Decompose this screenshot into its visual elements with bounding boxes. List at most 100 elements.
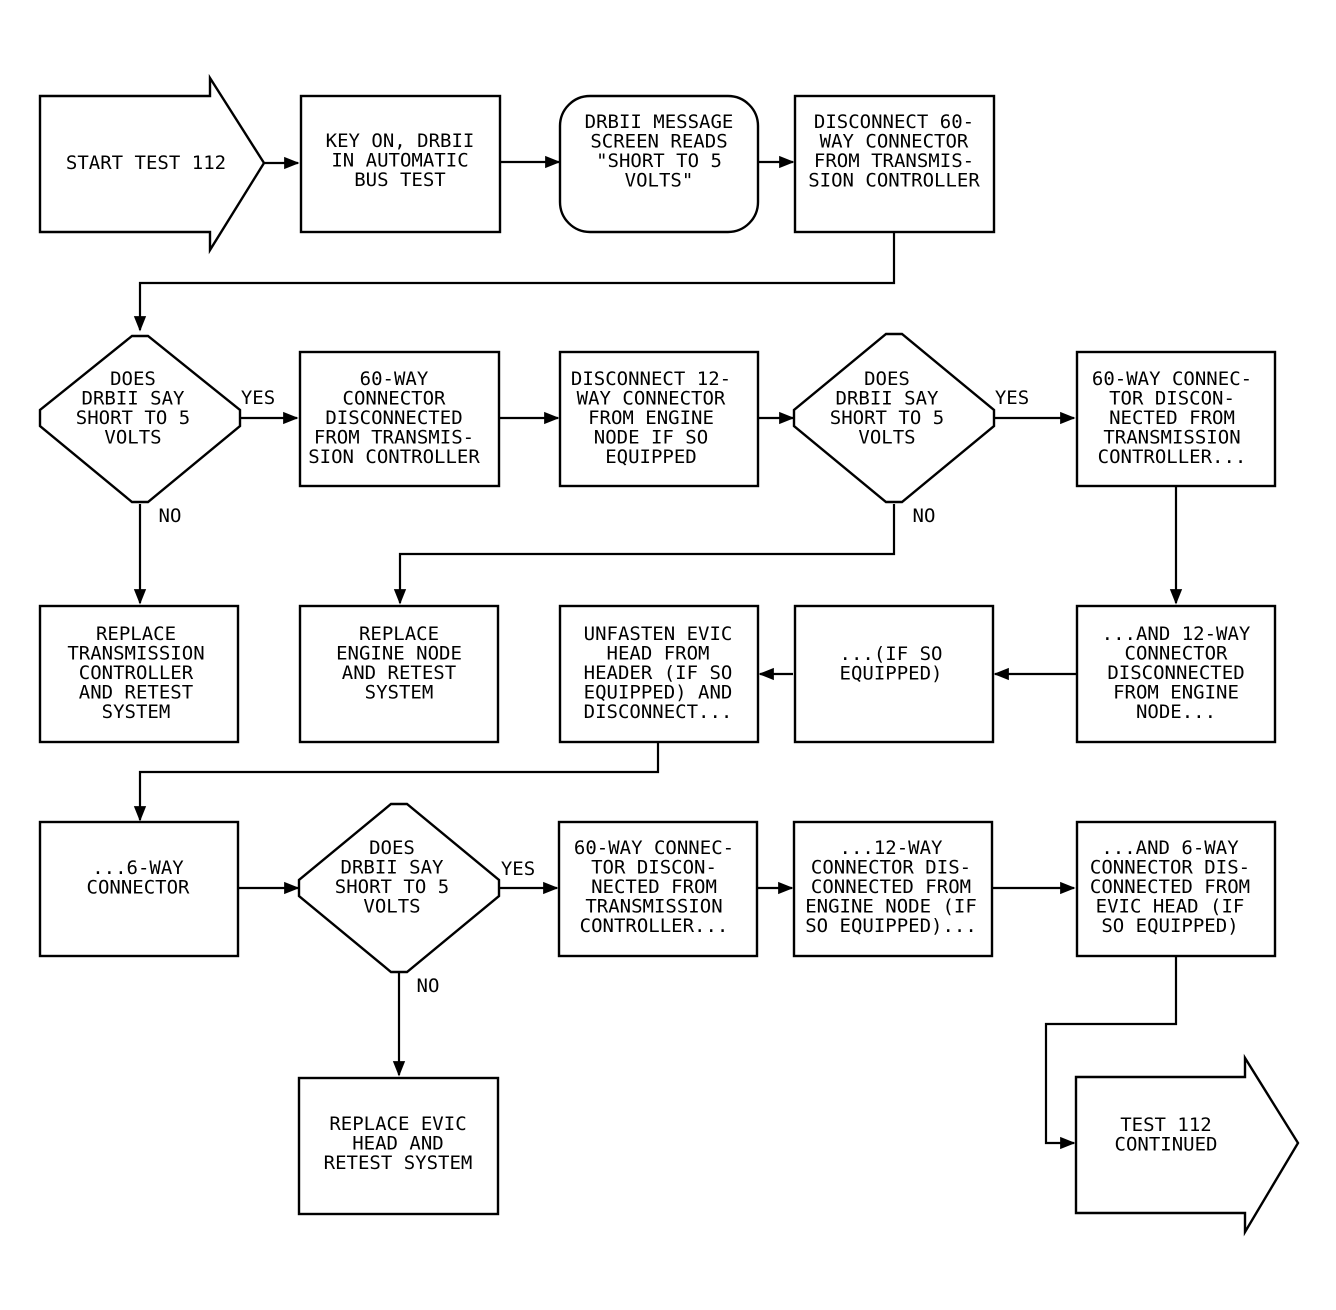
unfasten-line-5: DISCONNECT...	[584, 701, 733, 723]
box60-r4-line-1: 60-WAY CONNEC-	[574, 837, 734, 859]
and6-line-2: CONNECTOR DIS-	[1090, 857, 1250, 879]
branch-labels: YES NO YES NO YES NO	[159, 387, 1030, 997]
no-label-decision2: NO	[913, 505, 936, 527]
decision2-line-3: SHORT TO 5	[830, 407, 944, 429]
start-line-1: START TEST 112	[66, 152, 226, 174]
box12-r4-line-1: ...12-WAY	[840, 837, 944, 859]
yes-label-decision2: YES	[995, 387, 1029, 409]
and6-line-1: ...AND 6-WAY	[1101, 837, 1239, 859]
replace-en-line-4: SYSTEM	[365, 682, 434, 704]
box12-r4-line-5: SO EQUIPPED)...	[805, 915, 977, 937]
decision3-line-2: DRBII SAY	[341, 857, 445, 879]
if-so-line-1: ...(IF SO	[840, 643, 943, 665]
key-on-line-2: IN AUTOMATIC	[331, 150, 468, 172]
replace-tc-line-4: AND RETEST	[79, 682, 193, 704]
and6-line-3: CONNECTED FROM	[1090, 876, 1250, 898]
box60-disc-line-2: CONNECTOR	[343, 388, 447, 410]
box60-r4-line-3: NECTED FROM	[591, 876, 717, 898]
unfasten-line-4: EQUIPPED) AND	[584, 682, 733, 704]
disconnect12-line-1: DISCONNECT 12-	[571, 368, 731, 390]
decision2-line-4: VOLTS	[858, 427, 915, 449]
disconnect12-line-4: NODE IF SO	[594, 427, 708, 449]
arrow-and6-to-continued	[1044, 956, 1178, 1150]
decision3-line-3: SHORT TO 5	[335, 876, 449, 898]
six-way-line-1: ...6-WAY	[92, 857, 184, 879]
and12-line-2: CONNECTOR	[1125, 643, 1229, 665]
six-way-line-2: CONNECTOR	[87, 877, 191, 899]
disconnect12-line-3: FROM ENGINE	[588, 407, 714, 429]
if-so-line-2: EQUIPPED)	[840, 663, 943, 685]
disconnect60-line-2: WAY CONNECTOR	[820, 131, 969, 153]
no-label-decision1: NO	[159, 505, 182, 527]
replace-en-line-3: AND RETEST	[342, 662, 456, 684]
disconnect12-line-5: EQUIPPED	[605, 446, 697, 468]
arrow-disconnect60-to-decision1	[133, 233, 896, 332]
arrow-unfasten-to-sixway	[133, 742, 660, 822]
and12-line-5: NODE...	[1136, 701, 1216, 723]
unfasten-line-3: HEADER (IF SO	[584, 662, 733, 684]
box60-r2-line-2: TOR DISCON-	[1109, 388, 1235, 410]
box12-r4-line-3: CONNECTED FROM	[811, 876, 971, 898]
continued-line-2: CONTINUED	[1115, 1134, 1218, 1156]
decision1-line-2: DRBII SAY	[82, 388, 186, 410]
replace-en-line-2: ENGINE NODE	[336, 643, 462, 665]
replace-tc-line-2: TRANSMISSION	[67, 643, 204, 665]
unfasten-line-1: UNFASTEN EVIC	[584, 623, 733, 645]
start-node-text: START TEST 112	[66, 152, 226, 174]
replace-evic-line-2: HEAD AND	[352, 1133, 444, 1155]
replace-tc-line-3: CONTROLLER	[79, 662, 194, 684]
decision3-line-1: DOES	[369, 837, 415, 859]
arrow-decision2-no	[393, 504, 896, 605]
yes-label-decision3: YES	[501, 858, 535, 880]
decision1-line-3: SHORT TO 5	[76, 407, 190, 429]
and12-line-4: FROM ENGINE	[1113, 682, 1239, 704]
box60-r4-line-5: CONTROLLER...	[580, 915, 729, 937]
decision1-line-1: DOES	[110, 368, 156, 390]
decision2-line-2: DRBII SAY	[836, 388, 940, 410]
and6-line-4: EVIC HEAD (IF	[1096, 896, 1245, 918]
replace-tc-line-5: SYSTEM	[102, 701, 171, 723]
replace-evic-line-3: RETEST SYSTEM	[324, 1152, 473, 1174]
decision1-line-4: VOLTS	[104, 427, 161, 449]
box60-disc-line-3: DISCONNECTED	[325, 407, 462, 429]
message-line-2: SCREEN READS	[590, 131, 727, 153]
no-label-decision3: NO	[417, 975, 440, 997]
box12-r4-line-4: ENGINE NODE (IF	[805, 896, 977, 918]
yes-label-decision1: YES	[241, 387, 275, 409]
decision2-line-1: DOES	[864, 368, 910, 390]
continued-line-1: TEST 112	[1120, 1114, 1212, 1136]
box60-r4-line-4: TRANSMISSION	[585, 896, 722, 918]
key-on-line-1: KEY ON, DRBII	[326, 130, 475, 152]
disconnect12-line-2: WAY CONNECTOR	[577, 388, 726, 410]
